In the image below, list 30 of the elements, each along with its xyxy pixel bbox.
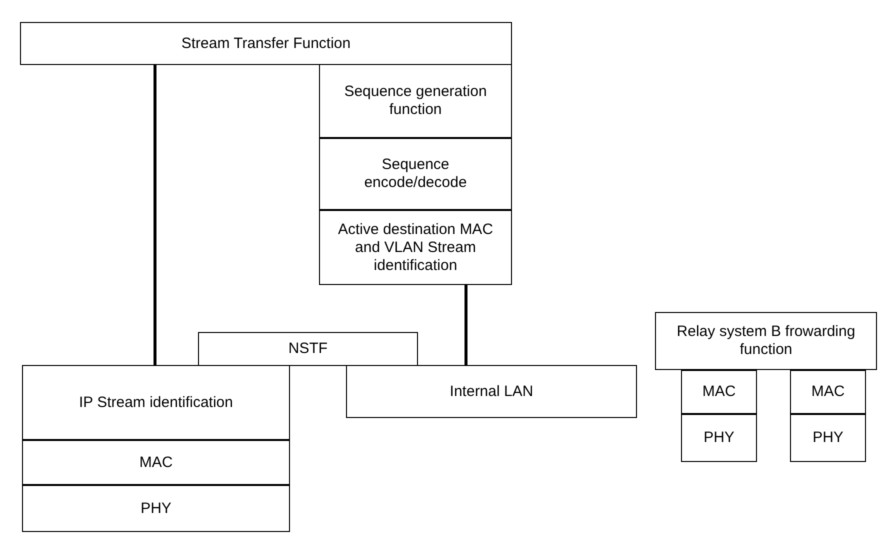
box-label: Internal LAN — [450, 382, 534, 400]
function-box — [319, 64, 512, 138]
box-label: IP Stream identification — [79, 394, 233, 412]
box-label: MAC — [811, 383, 845, 401]
function-box — [319, 138, 512, 210]
box-label: Sequence encode/decode — [363, 156, 468, 192]
function-box — [790, 370, 866, 414]
box-label: Sequence generation function — [343, 83, 488, 119]
box-label: Active destination MAC and VLAN Stream identification — [336, 220, 494, 274]
box-label: MAC — [702, 383, 736, 401]
box-label: NSTF — [288, 340, 328, 358]
function-box — [22, 440, 290, 485]
function-box — [655, 312, 877, 370]
connector-line — [154, 65, 156, 365]
function-box — [681, 370, 757, 414]
box-label: Relay system B frowarding function — [676, 323, 856, 359]
function-box — [346, 365, 637, 418]
function-box — [22, 365, 290, 440]
box-label: Stream Transfer Function — [181, 34, 351, 52]
box-label: PHY — [812, 429, 844, 447]
function-box — [681, 414, 757, 462]
box-label: PHY — [140, 500, 172, 518]
function-box — [22, 485, 290, 532]
function-box — [198, 332, 418, 366]
function-box — [20, 22, 512, 65]
box-label: MAC — [139, 454, 173, 472]
function-box — [790, 414, 866, 462]
connector-line — [464, 285, 468, 365]
function-box — [319, 210, 512, 285]
box-label: PHY — [704, 429, 734, 447]
